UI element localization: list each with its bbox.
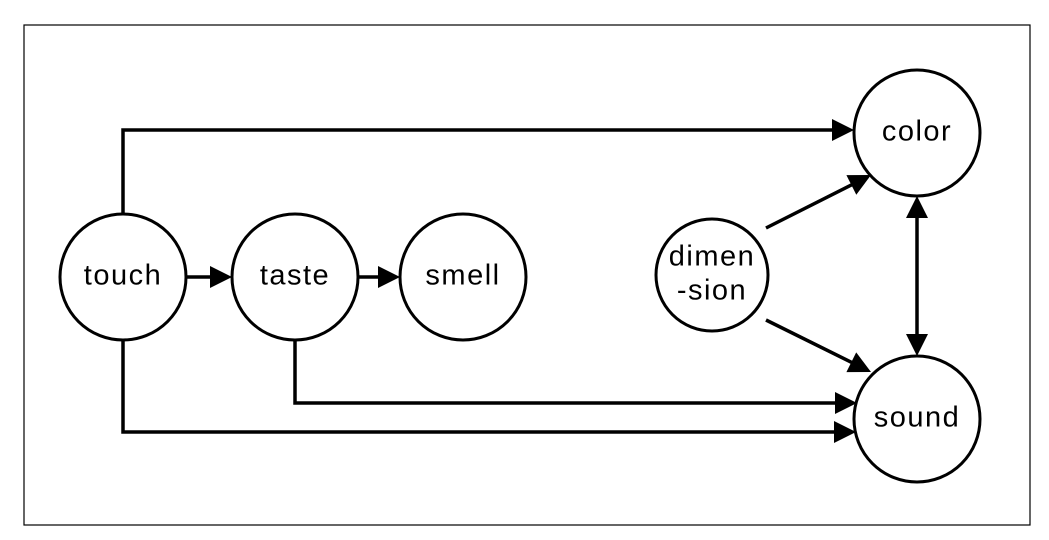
edge-touch-to-taste (186, 266, 232, 288)
edge-taste-to-smell (358, 266, 400, 288)
node-circle (230, 212, 360, 342)
node-circle (852, 354, 982, 484)
node-circle (654, 217, 770, 333)
edge-line (293, 340, 847, 405)
node-circle (58, 212, 188, 342)
edge-taste-to-sound (293, 340, 857, 414)
node-color: color (852, 68, 982, 198)
node-smell: smell (398, 212, 528, 342)
arrowhead-color (846, 175, 871, 195)
node-touch: touch (58, 212, 188, 342)
node-label: -sion (677, 275, 747, 307)
node-label: taste (260, 260, 330, 292)
arrowhead-sound (906, 334, 928, 356)
node-label: smell (425, 260, 500, 292)
edge-dimension-to-sound (765, 318, 871, 373)
arrowhead-color (832, 119, 854, 141)
arrowhead-smell (378, 266, 400, 288)
arrowhead-taste (210, 266, 232, 288)
node-circle (852, 68, 982, 198)
node-label: sound (874, 402, 961, 434)
nodes: touch taste smell dimen-sion color sound (58, 68, 982, 484)
edge-touch-to-color (121, 119, 854, 214)
arrowhead-sound (835, 392, 857, 414)
node-circle (398, 212, 528, 342)
edge-color-to-sound (906, 196, 928, 356)
edge-line (121, 340, 846, 434)
node-taste: taste (230, 212, 360, 342)
edge-dimension-to-color (765, 175, 871, 230)
node-label: touch (84, 260, 162, 292)
edge-line (121, 128, 844, 214)
node-label: dimen (669, 241, 756, 273)
node-sound: sound (852, 354, 982, 484)
edges (121, 119, 928, 443)
node-dimension: dimen-sion (654, 217, 770, 333)
edge-touch-to-sound (121, 340, 856, 443)
diagram-frame (23, 24, 1031, 526)
arrowhead-sound (846, 352, 871, 373)
edge-line (765, 177, 863, 230)
arrowhead-sound (834, 421, 856, 443)
node-label: color (882, 116, 952, 148)
edge-line (765, 318, 863, 370)
arrowhead-color (906, 196, 928, 218)
